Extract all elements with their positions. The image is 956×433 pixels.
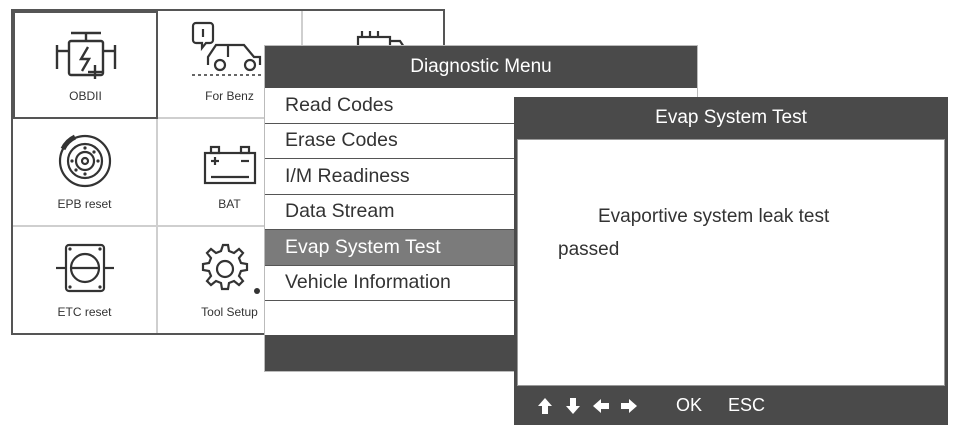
menu-item-erase-codes[interactable]: Erase Codes bbox=[265, 124, 697, 159]
throttle-body-icon bbox=[55, 243, 114, 293]
dialog-title: Evap System Test bbox=[655, 107, 807, 128]
tile-label: OBDII bbox=[69, 89, 102, 103]
menu-item-im-readiness[interactable]: I/M Readiness bbox=[265, 159, 697, 195]
arrow-right-icon[interactable] bbox=[618, 395, 640, 417]
gear-icon bbox=[201, 243, 260, 294]
menu-item-vehicle-information[interactable]: Vehicle Information bbox=[265, 266, 697, 301]
tile-label: BAT bbox=[218, 197, 241, 211]
dialog-body: Evaportive system leak test passed bbox=[517, 139, 945, 386]
tile-obdii[interactable]: OBDII bbox=[13, 11, 158, 119]
tile-label: ETC reset bbox=[57, 305, 112, 319]
esc-button[interactable]: ESC bbox=[728, 395, 766, 415]
ok-button[interactable]: OK bbox=[676, 395, 703, 415]
dialog-message: Evaportive system leak test passed bbox=[558, 206, 830, 260]
tile-etc-reset[interactable]: ETC reset bbox=[13, 227, 158, 333]
engine-icon bbox=[55, 31, 116, 79]
arrow-left-icon[interactable] bbox=[590, 395, 612, 417]
arrow-down-icon[interactable] bbox=[562, 395, 584, 417]
evap-test-dialog: Evap System Test Evaportive system leak … bbox=[514, 97, 948, 425]
menu-item-read-codes[interactable]: Read Codes bbox=[265, 88, 697, 124]
menu-item-data-stream[interactable]: Data Stream bbox=[265, 195, 697, 230]
dialog-footer: OK ESC bbox=[514, 386, 948, 425]
menu-title: Diagnostic Menu bbox=[265, 46, 697, 88]
battery-icon bbox=[203, 145, 256, 185]
tile-label: EPB reset bbox=[57, 197, 112, 211]
tile-epb-reset[interactable]: EPB reset bbox=[13, 119, 158, 227]
brake-disc-icon bbox=[58, 134, 111, 188]
tile-label: Tool Setup bbox=[201, 305, 258, 319]
tile-label: For Benz bbox=[205, 89, 254, 103]
arrow-up-icon[interactable] bbox=[534, 395, 556, 417]
car-icon bbox=[191, 21, 268, 76]
